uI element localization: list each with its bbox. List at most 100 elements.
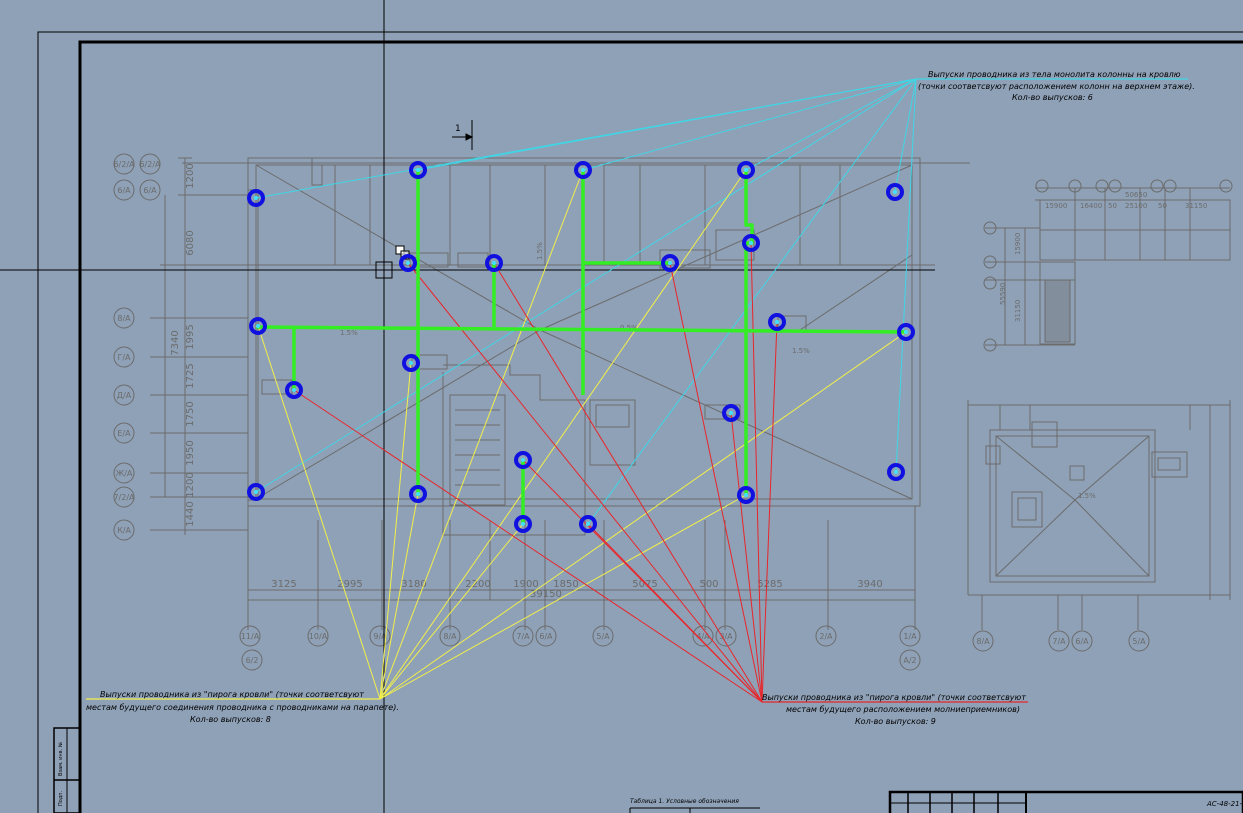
side-axis-bubble-label: 7/А <box>1052 637 1066 646</box>
row-axis-bubble-inner-label: 6/А <box>143 186 157 195</box>
leader-line <box>417 78 917 171</box>
yellow-leaders <box>257 169 907 700</box>
row-axis-bubble-inner-label: 6/2/А <box>139 160 161 169</box>
column-axis-bubble <box>512 625 534 647</box>
sheet-frame <box>37 31 1243 813</box>
conductor-terminal <box>574 161 592 179</box>
section-mark-label: 1 <box>455 124 461 134</box>
conductor-terminal <box>742 234 760 252</box>
side-axis-mini-bubble <box>983 255 997 269</box>
side-axis-bubble <box>1128 630 1150 652</box>
conductor-terminal <box>409 161 427 179</box>
row-axis-bubble <box>113 519 135 541</box>
section-mark <box>452 120 474 150</box>
column-axis-bubble-label: 10/А <box>309 632 328 641</box>
row-dimension: 1750 <box>185 401 196 426</box>
cyan-leaders <box>255 78 917 525</box>
row-dimension: 6080 <box>185 230 196 255</box>
side-axis-bubbles: 8/А 7/А 6/А 5/А <box>972 179 1233 652</box>
terminals <box>247 161 915 533</box>
title-block <box>629 790 1243 813</box>
conductor-terminal <box>514 451 532 469</box>
column-axis-bubble-label: 6/А <box>539 632 553 641</box>
row-dimension: 1950 <box>185 440 196 465</box>
column-axis-bubble <box>307 625 329 647</box>
conductor-terminal <box>247 483 265 501</box>
leader-line <box>379 331 907 700</box>
leader-line <box>293 389 763 703</box>
row-axis-bubble-inner <box>139 179 161 201</box>
conductor-terminal <box>768 313 786 331</box>
leader-line <box>379 169 747 700</box>
note-cyan: Выпуски проводника из тела монолита коло… <box>916 70 1195 102</box>
note-yellow: Выпуски проводника из "пирога кровли" (т… <box>86 690 399 724</box>
side-dim: 16400 <box>1080 202 1102 210</box>
column-axis-bubble-label: 9/А <box>373 632 387 641</box>
row-axis-bubble-label: Г/А <box>117 353 131 362</box>
note-cyan-line3: Кол-во выпусков: 6 <box>1012 93 1093 102</box>
side-dimension-labels: 50650 15900 16400 50 25100 50 31150 5559… <box>999 191 1207 322</box>
leader-line <box>407 262 763 703</box>
stamp-vertical-2: Подп. <box>58 790 64 806</box>
leader-line <box>750 242 763 703</box>
column-axis-bubble <box>899 625 921 647</box>
leader-line <box>894 78 917 193</box>
side-dim: 15900 <box>1014 233 1022 255</box>
column-axis-bubble <box>369 625 391 647</box>
note-red: Выпуски проводника из "пирога кровли" (т… <box>762 693 1028 726</box>
green-conductor-network <box>255 170 907 524</box>
stamp-vertical-1: Взам. инв. № <box>58 741 64 776</box>
side-axis-bubble-label: 6/А <box>1075 637 1089 646</box>
column-axis-bubble-label: 3/А <box>719 632 733 641</box>
row-axis-bubble-label: 6/2/А <box>113 160 135 169</box>
side-dim: 25100 <box>1125 202 1147 210</box>
column-dimension: 500 <box>699 579 718 590</box>
conductor-terminal <box>722 404 740 422</box>
leader-line <box>582 78 917 171</box>
column-axis-bubble-label: 1/А <box>903 632 917 641</box>
note-cyan-line1: Выпуски проводника из тела монолита коло… <box>928 70 1181 79</box>
column-axis-bubble-label: 11/А <box>241 632 260 641</box>
row-axis-bubble-label: 8/А <box>117 314 131 323</box>
side-dim: 50650 <box>1125 191 1147 199</box>
conductor-terminal <box>399 254 417 272</box>
conductor-terminal <box>285 381 303 399</box>
side-axis-mini-bubble <box>1068 179 1082 193</box>
note-red-line2: местам будущего расположением молниеприе… <box>786 705 1020 714</box>
note-yellow-line2: местам будущего соединения проводника с … <box>86 703 399 712</box>
side-axis-bubble-label: 5/А <box>1132 637 1146 646</box>
leader-line <box>379 493 419 700</box>
slope-labels: 1.5% 0.5% 1.5% 1.5% 1.5% <box>340 242 1096 500</box>
drawing-code: АС-48-21-20 <box>1206 800 1243 808</box>
conductor-terminal <box>887 463 905 481</box>
row-axis-bubble <box>113 179 135 201</box>
side-axis-bubble <box>1048 630 1070 652</box>
column-axis-bubble-label: 7/А <box>516 632 530 641</box>
side-axis-bubble-label: 8/А <box>976 637 990 646</box>
side-dim: 50 <box>1108 202 1117 210</box>
conductor-terminal <box>485 254 503 272</box>
leader-line <box>587 523 763 703</box>
column-axis-sub-bubble <box>241 649 263 671</box>
conductor-terminal <box>249 317 267 335</box>
side-axis-mini-bubble <box>983 338 997 352</box>
side-axis-bubble <box>972 630 994 652</box>
leader-line <box>669 262 763 703</box>
slope-label: 1.5% <box>340 329 358 337</box>
note-red-line3: Кол-во выпусков: 9 <box>855 717 936 726</box>
row-dimension: 1440 <box>185 501 196 526</box>
leader-line <box>379 362 412 700</box>
leader-line <box>730 412 763 703</box>
side-dim: 15900 <box>1045 202 1067 210</box>
red-leaders <box>293 242 778 703</box>
conductor-terminal <box>402 354 420 372</box>
side-axis-mini-bubble <box>1035 179 1049 193</box>
column-axis-bubble <box>535 625 557 647</box>
slope-label: 1.5% <box>1078 492 1096 500</box>
leader-line <box>379 169 584 700</box>
row-axis-bubbles: 6/2/А6/А8/АГ/АД/АЕ/АЖ/А7/2/АК/А6/2/А6/А <box>113 153 161 541</box>
column-dimension: 3180 <box>401 579 426 590</box>
side-axis-mini-bubble <box>983 276 997 290</box>
